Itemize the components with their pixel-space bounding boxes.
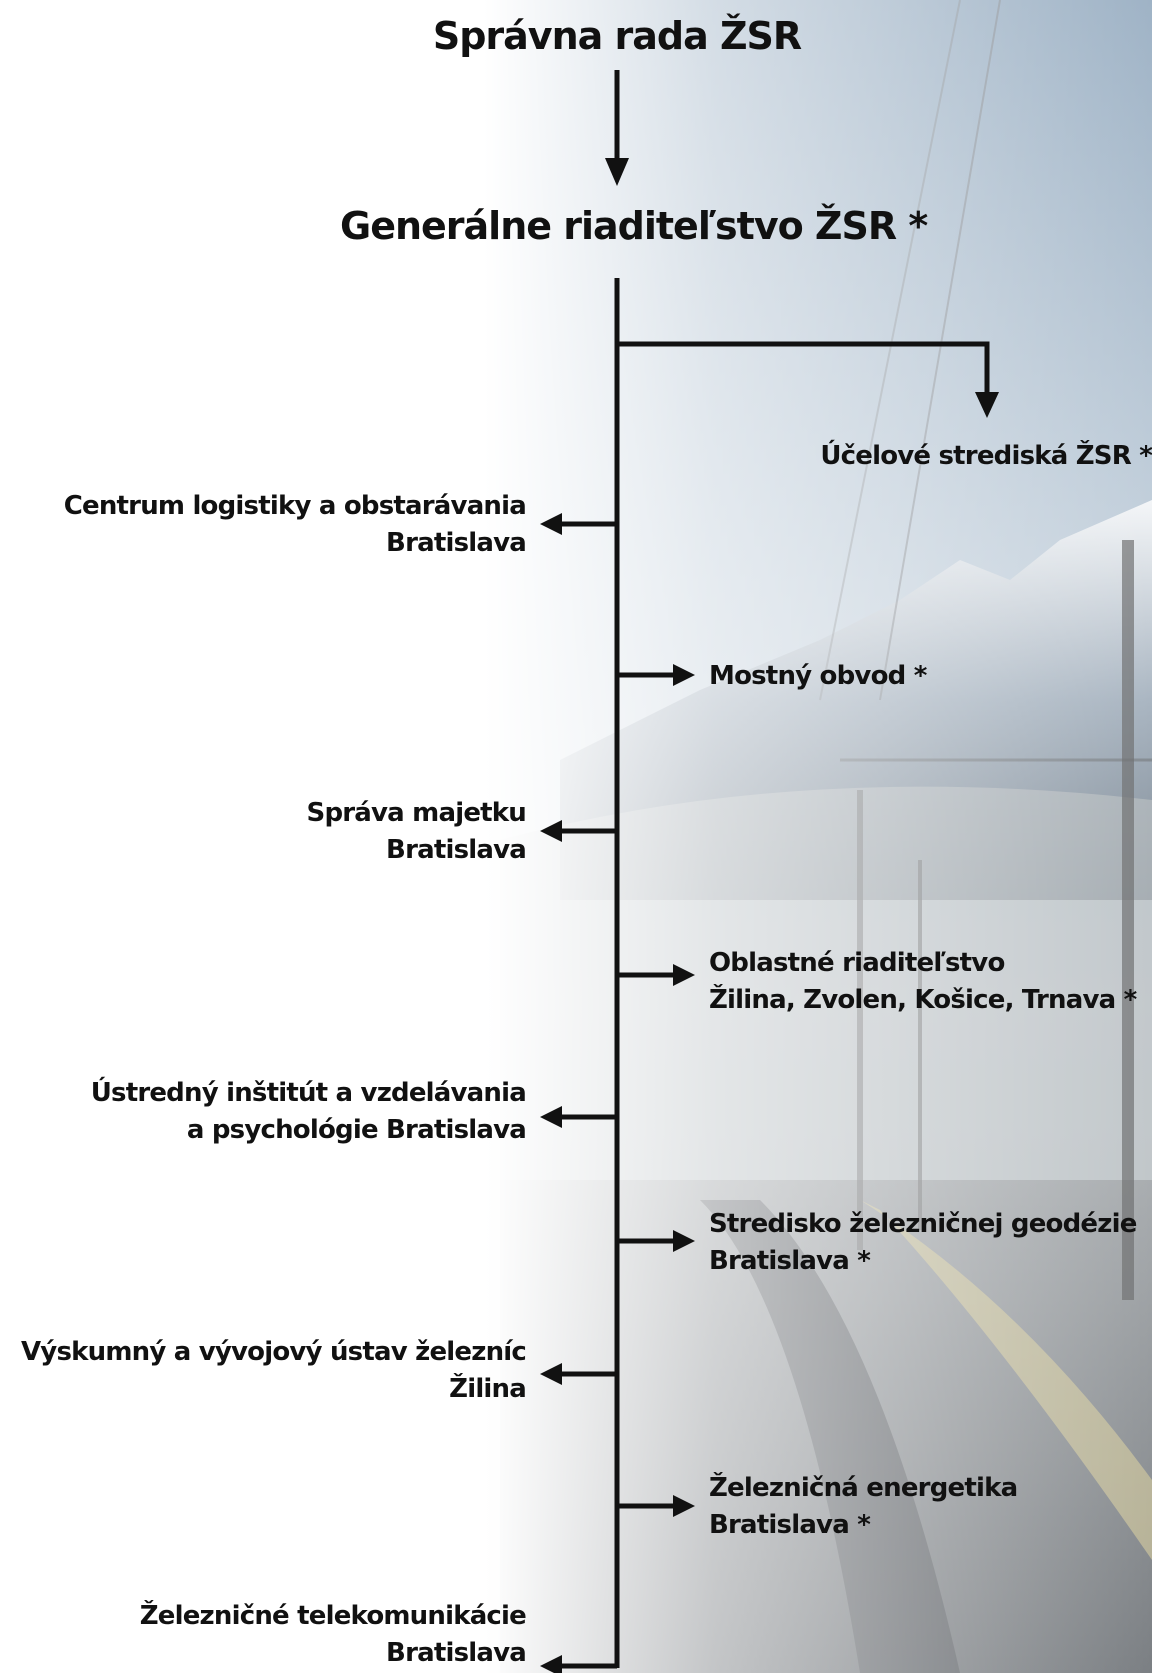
arrowhead-down-top-right bbox=[975, 392, 999, 418]
right-node-4-line2: Bratislava * bbox=[709, 1510, 871, 1540]
right-node-2: Oblastné riaditeľstvo Žilina, Zvolen, Ko… bbox=[709, 945, 1137, 1019]
right-node-1: Mostný obvod * bbox=[709, 658, 927, 695]
left-node-5: Železničné telekomunikácie Bratislava bbox=[139, 1598, 527, 1672]
left-node-2: Správa majetku Bratislava bbox=[306, 795, 527, 869]
left-node-1-line1: Centrum logistiky a obstarávania bbox=[63, 491, 527, 521]
arrowhead-right-4 bbox=[673, 1495, 695, 1517]
left-node-3-line2: a psychológie Bratislava bbox=[186, 1115, 527, 1145]
right-node-2-line1: Oblastné riaditeľstvo bbox=[709, 948, 1005, 978]
left-node-2-line2: Bratislava bbox=[386, 835, 527, 865]
arrowhead-down-main bbox=[605, 158, 629, 186]
right-node-3-line1: Stredisko železničnej geodézie bbox=[709, 1209, 1137, 1239]
arrowhead-right-1 bbox=[673, 664, 695, 686]
left-node-3-line1: Ústredný inštitút a vzdelávania bbox=[90, 1078, 527, 1108]
root-node-label: Správna rada ŽSR bbox=[432, 14, 802, 58]
arrowhead-left-4 bbox=[540, 1363, 562, 1385]
right-node-4: Železničná energetika Bratislava * bbox=[709, 1470, 1018, 1544]
right-node-1-line1: Mostný obvod * bbox=[709, 661, 927, 691]
left-node-2-line1: Správa majetku bbox=[306, 798, 527, 828]
arrowhead-left-3 bbox=[540, 1106, 562, 1128]
right-node-3: Stredisko železničnej geodézie Bratislav… bbox=[709, 1206, 1137, 1280]
arrowhead-left-2 bbox=[540, 820, 562, 842]
top-right-node-label: Účelové strediská ŽSR * bbox=[820, 441, 1152, 471]
left-node-5-line1: Železničné telekomunikácie bbox=[139, 1601, 527, 1631]
top-right-branch-line bbox=[617, 341, 990, 392]
left-node-4: Výskumný a vývojový ústav železníc Žilin… bbox=[20, 1334, 527, 1408]
main-node-label: Generálne riaditeľstvo ŽSR * bbox=[340, 204, 928, 248]
arrowhead-left-5 bbox=[540, 1655, 562, 1673]
arrowhead-right-2 bbox=[673, 964, 695, 986]
left-node-3: Ústredný inštitút a vzdelávania a psycho… bbox=[90, 1075, 527, 1149]
arrowhead-left-1 bbox=[540, 513, 562, 535]
right-node-2-line2: Žilina, Zvolen, Košice, Trnava * bbox=[709, 985, 1137, 1015]
left-node-4-line2: Žilina bbox=[449, 1374, 527, 1404]
right-node-4-line1: Železničná energetika bbox=[709, 1473, 1018, 1503]
left-node-4-line1: Výskumný a vývojový ústav železníc bbox=[20, 1337, 527, 1367]
left-node-1-line2: Bratislava bbox=[386, 528, 527, 558]
arrowhead-right-3 bbox=[673, 1230, 695, 1252]
right-node-3-line2: Bratislava * bbox=[709, 1246, 871, 1276]
left-node-5-line2: Bratislava bbox=[386, 1638, 527, 1668]
left-node-1: Centrum logistiky a obstarávania Bratisl… bbox=[63, 488, 527, 562]
